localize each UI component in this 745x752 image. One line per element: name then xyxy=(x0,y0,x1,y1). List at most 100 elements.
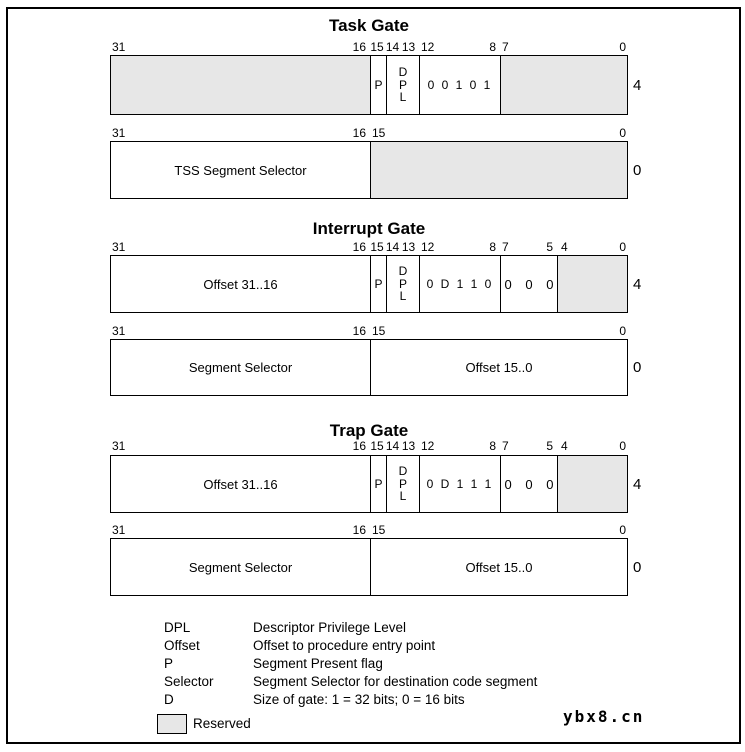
bit-label-0: 0 xyxy=(619,523,626,537)
bit-scale-high: 31 16 15 14 13 12 8 7 0 xyxy=(110,40,628,54)
bit-label-15: 15 xyxy=(372,523,386,537)
p-flag-label: P xyxy=(374,78,383,92)
p-flag-label: P xyxy=(374,277,383,291)
bit-label-8: 8 xyxy=(489,40,496,54)
field-reserved-4-0 xyxy=(557,256,627,312)
bit-label-12: 12 xyxy=(421,240,435,254)
bit-label-4: 4 xyxy=(561,439,568,453)
field-label: Offset 31..16 xyxy=(203,276,278,292)
field-offset-low: Offset 15..0 xyxy=(370,340,627,395)
dword-high-row: Offset 31..16 P D P L 0 D 1 1 1 0 0 0 xyxy=(110,455,628,513)
reserved-label: Reserved xyxy=(193,716,251,731)
byte-offset-high: 4 xyxy=(633,275,642,293)
field-reserved-4-0 xyxy=(557,456,627,512)
bit-label-0: 0 xyxy=(619,40,626,54)
legend-term: Selector xyxy=(164,674,214,689)
field-offset-low: Offset 15..0 xyxy=(370,539,627,595)
field-p: P xyxy=(370,456,386,512)
figure-frame xyxy=(6,7,741,744)
dword-low-row: Segment Selector Offset 15..0 xyxy=(110,538,628,596)
bit-label-13: 13 xyxy=(401,240,416,254)
bit-label-13: 13 xyxy=(401,40,416,54)
gate-title: Trap Gate xyxy=(329,421,409,440)
bit-label-5: 5 xyxy=(546,240,553,254)
field-reserved-15-0 xyxy=(370,142,627,198)
bit-label-16: 16 xyxy=(352,126,366,140)
type-bits-value: 0 0 1 0 1 xyxy=(427,78,493,92)
field-type-bits: 0 D 1 1 0 xyxy=(419,256,500,312)
bit-label-15: 15 xyxy=(370,40,384,54)
bit-scale-low: 31 16 15 0 xyxy=(110,324,628,338)
bit-label-31: 31 xyxy=(112,240,126,254)
bit-label-16: 16 xyxy=(352,523,366,537)
field-dpl: D P L xyxy=(386,456,419,512)
bit-label-5: 5 xyxy=(546,439,553,453)
zeros-value: 0 0 0 xyxy=(504,476,557,492)
dpl-label: D P L xyxy=(398,65,408,105)
field-reserved-31-16 xyxy=(111,56,370,114)
bit-label-0: 0 xyxy=(619,126,626,140)
field-segment-selector: Segment Selector xyxy=(111,539,370,595)
field-p: P xyxy=(370,256,386,312)
legend-desc: Size of gate: 1 = 32 bits; 0 = 16 bits xyxy=(253,692,465,707)
field-reserved-7-0 xyxy=(500,56,627,114)
bit-label-15: 15 xyxy=(370,240,384,254)
field-label: Offset 15..0 xyxy=(465,360,533,375)
dword-high-row: P D P L 0 0 1 0 1 xyxy=(110,55,628,115)
bit-label-14: 14 xyxy=(385,439,400,453)
bit-label-12: 12 xyxy=(421,439,435,453)
bit-scale-low: 31 16 15 0 xyxy=(110,126,628,140)
bit-label-16: 16 xyxy=(352,439,366,453)
bit-label-31: 31 xyxy=(112,324,126,338)
watermark: ybx8.cn xyxy=(563,707,645,726)
dword-high-row: Offset 31..16 P D P L 0 D 1 1 0 0 0 0 xyxy=(110,255,628,313)
bit-label-14: 14 xyxy=(385,40,400,54)
bit-label-31: 31 xyxy=(112,40,126,54)
type-bits-value: 0 D 1 1 0 xyxy=(426,277,494,291)
bit-label-7: 7 xyxy=(502,40,509,54)
field-label: Segment Selector xyxy=(188,559,293,575)
field-label: TSS Segment Selector xyxy=(174,162,307,178)
field-dpl: D P L xyxy=(386,56,419,114)
byte-offset-low: 0 xyxy=(633,359,642,376)
byte-offset-high: 4 xyxy=(633,475,642,493)
bit-label-31: 31 xyxy=(112,439,126,453)
bit-label-8: 8 xyxy=(489,439,496,453)
bit-label-7: 7 xyxy=(502,240,509,254)
bit-label-16: 16 xyxy=(352,240,366,254)
legend-desc: Descriptor Privilege Level xyxy=(253,620,407,635)
dword-low-row: Segment Selector Offset 15..0 xyxy=(110,339,628,396)
legend-term: DPL xyxy=(164,620,191,635)
bit-scale-high: 31 16 15 14 13 12 8 7 5 4 0 xyxy=(110,240,628,254)
field-segment-selector: Segment Selector xyxy=(111,340,370,395)
field-offset-high: Offset 31..16 xyxy=(111,256,370,312)
byte-offset-low: 0 xyxy=(633,558,642,576)
bit-label-15: 15 xyxy=(372,126,386,140)
bit-scale-high: 31 16 15 14 13 12 8 7 5 4 0 xyxy=(110,439,628,453)
bit-label-7: 7 xyxy=(502,439,509,453)
bit-scale-low: 31 16 15 0 xyxy=(110,523,628,537)
gate-title: Interrupt Gate xyxy=(312,219,426,238)
dword-low-row: TSS Segment Selector xyxy=(110,141,628,199)
dpl-label: D P L xyxy=(398,264,408,304)
field-p: P xyxy=(370,56,386,114)
bit-label-12: 12 xyxy=(421,40,435,54)
field-label: Offset 15..0 xyxy=(465,559,533,575)
bit-label-16: 16 xyxy=(352,324,366,338)
byte-offset-high: 4 xyxy=(633,76,642,94)
legend-term: P xyxy=(164,656,174,671)
legend-term: Offset xyxy=(164,638,200,653)
legend-desc: Segment Selector for destination code se… xyxy=(253,674,538,689)
p-flag-label: P xyxy=(374,477,383,491)
field-label: Segment Selector xyxy=(188,360,293,375)
field-type-bits: 0 D 1 1 1 xyxy=(419,456,500,512)
field-zeros: 0 0 0 xyxy=(500,256,557,312)
bit-label-4: 4 xyxy=(561,240,568,254)
legend-desc: Segment Present flag xyxy=(253,656,383,671)
bit-label-8: 8 xyxy=(489,240,496,254)
bit-label-15: 15 xyxy=(372,324,386,338)
zeros-value: 0 0 0 xyxy=(504,276,557,292)
field-zeros: 0 0 0 xyxy=(500,456,557,512)
gate-title: Task Gate xyxy=(328,16,409,35)
field-offset-high: Offset 31..16 xyxy=(111,456,370,512)
